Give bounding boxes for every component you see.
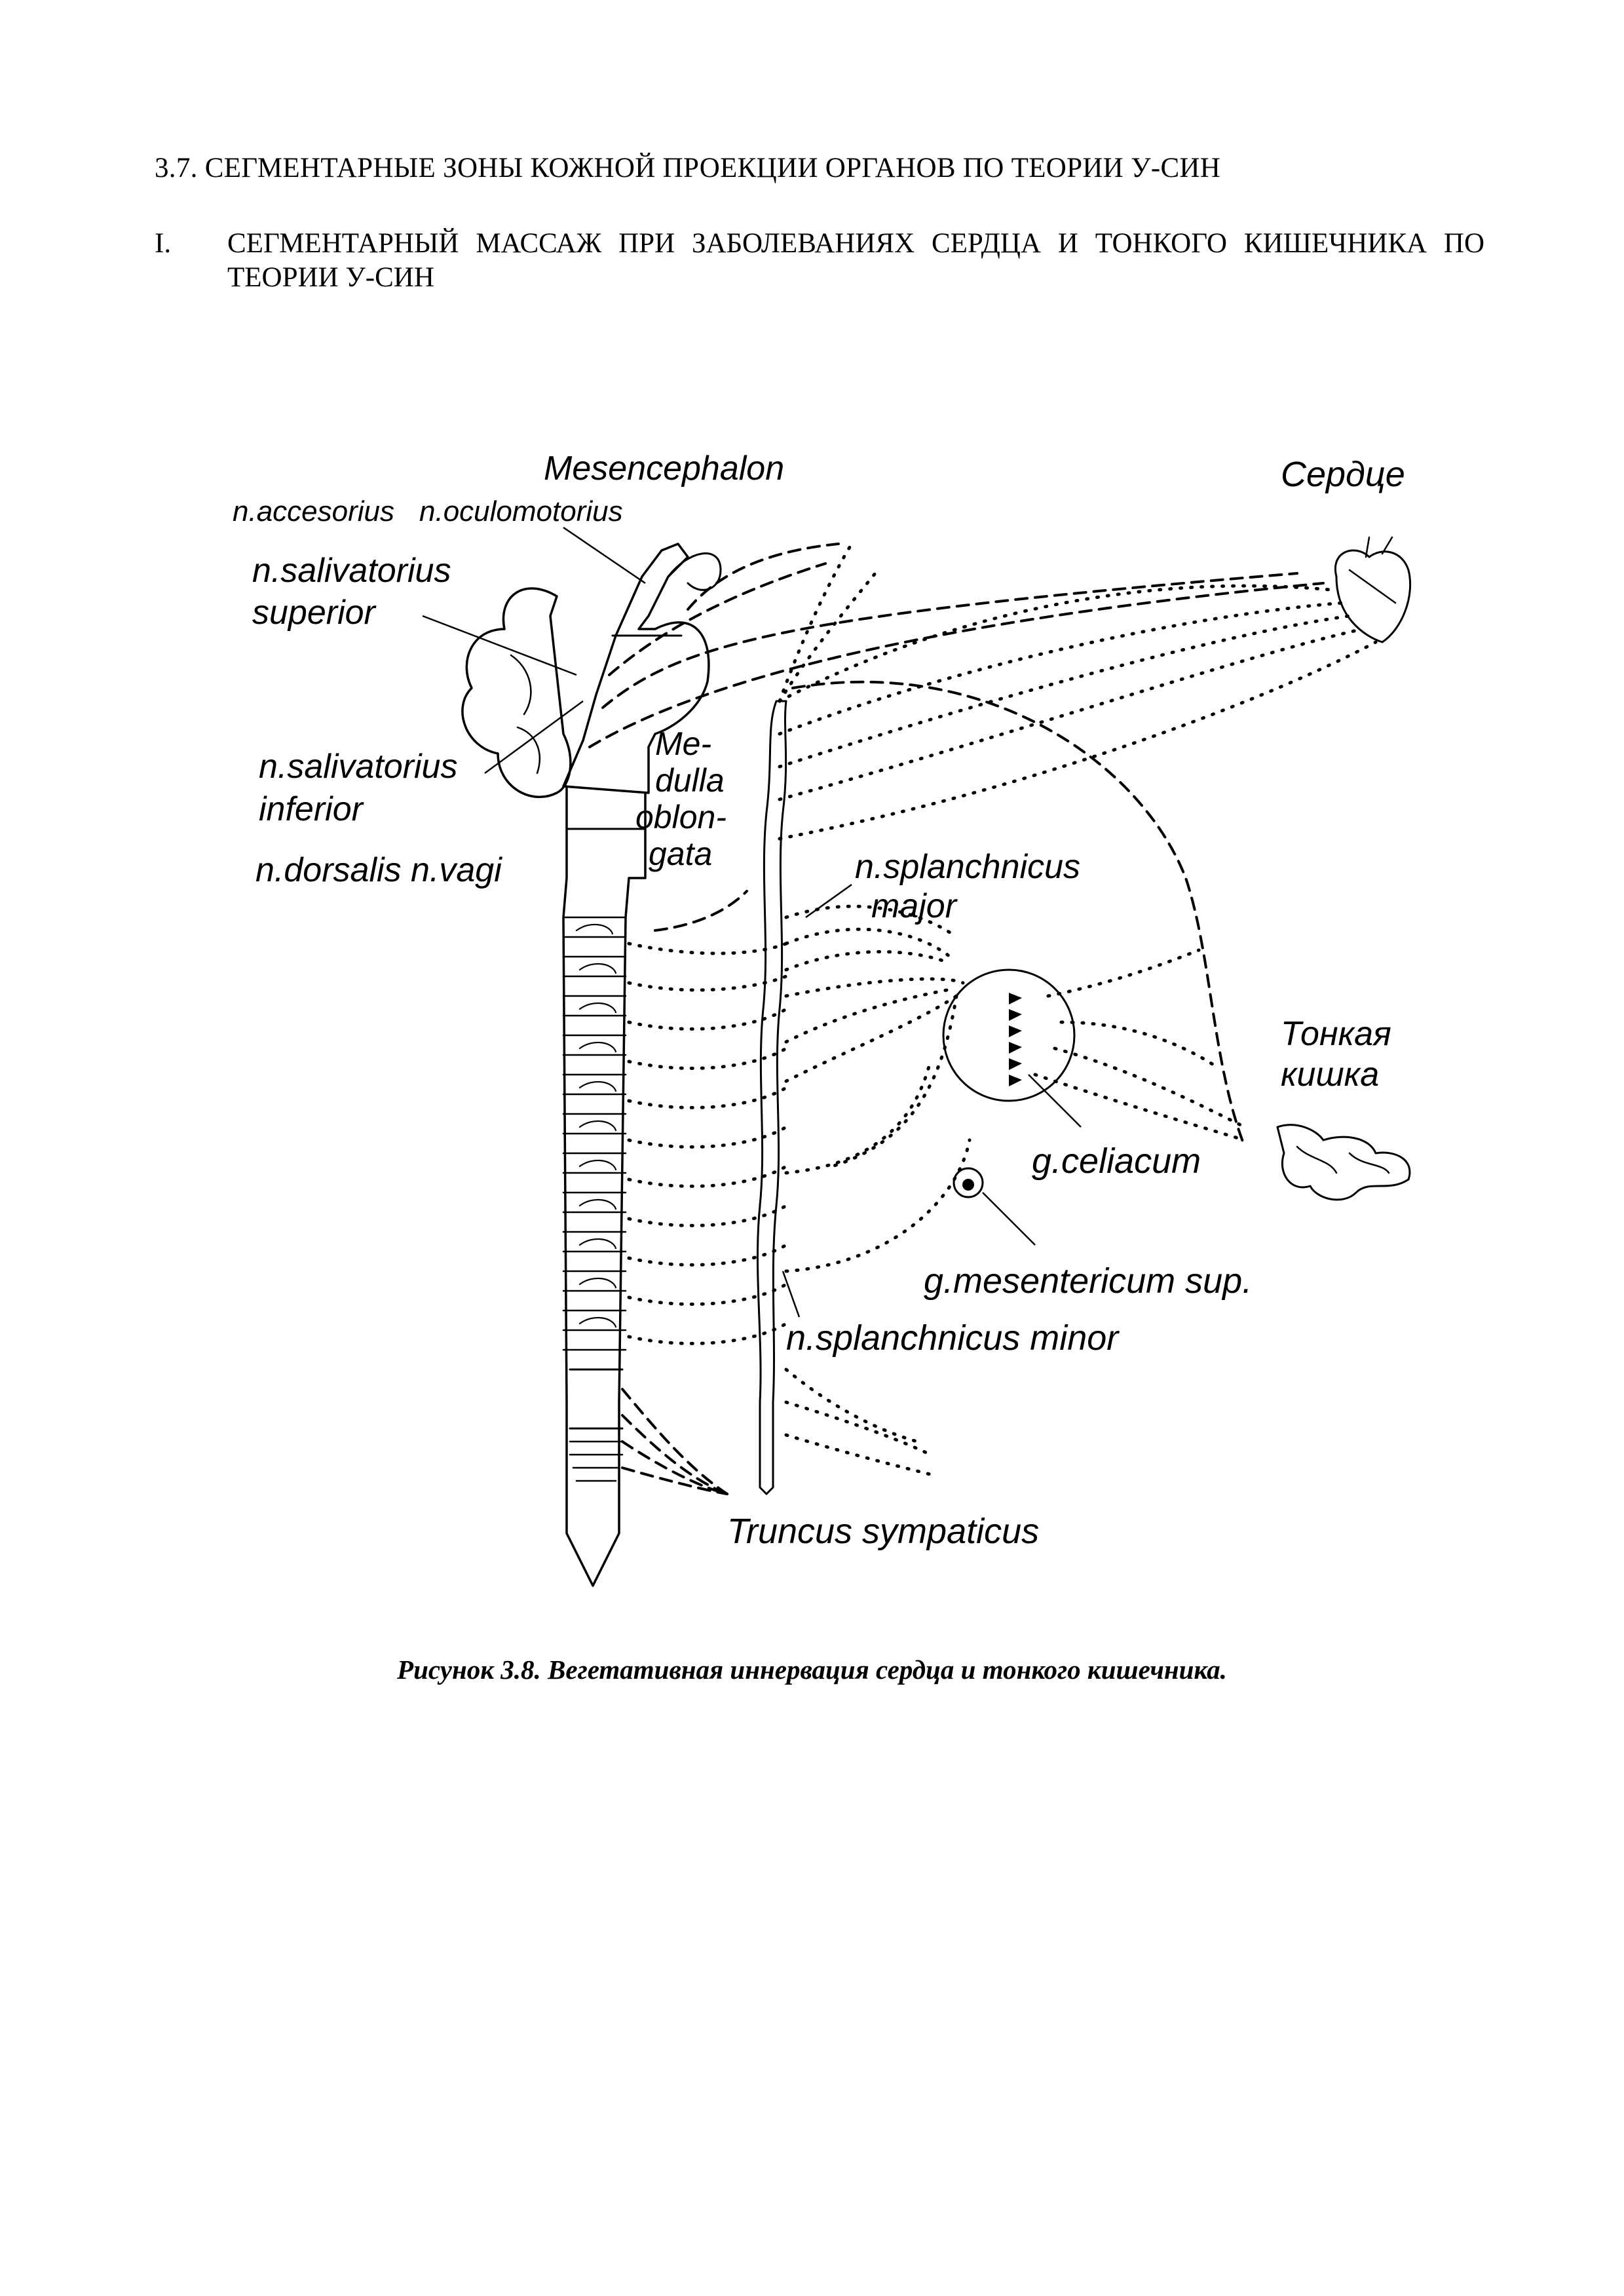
subsection-number: I. [155,228,172,259]
heart-shape [1334,549,1412,643]
innervation-figure: Mesencephalon n.accesorius n.oculomotori… [0,419,1624,1625]
label-n-accesorius: n.accesorius [233,495,394,527]
label-heart: Сердце [1281,455,1405,494]
label-splanchnicus-major-1: n.splanchnicus [855,848,1080,886]
label-intestine-1: Тонкая [1281,1015,1391,1053]
label-intestine-2: кишка [1281,1056,1379,1094]
label-n-splanchnicus-minor: n.splanchnicus minor [786,1318,1120,1358]
label-medulla-1: Me- [655,725,711,762]
label-medulla-3: oblon- [635,799,727,835]
label-n-salivatorius-inferior-1: n.salivatorius [259,748,457,786]
section-heading: 3.7. СЕГМЕНТАРНЫЕ ЗОНЫ КОЖНОЙ ПРОЕКЦИИ О… [155,153,1221,183]
label-mesencephalon: Mesencephalon [544,450,784,488]
label-g-celiacum: g.celiacum [1032,1141,1201,1181]
intestine-shape [1276,1124,1411,1201]
subsection-title: I. СЕГМЕНТАРНЫЙ МАССАЖ ПРИ ЗАБОЛЕВАНИЯХ … [155,227,1484,296]
label-medulla-2: dulla [655,762,725,799]
mesenteric-ganglion [953,1167,984,1198]
spinal-cord-outline [562,785,647,1587]
label-n-salivatorius-inferior-2: inferior [259,790,365,828]
label-truncus-sympaticus: Truncus sympaticus [727,1512,1039,1551]
label-n-dorsalis-vagi: n.dorsalis n.vagi [255,851,502,889]
subsection-text: СЕГМЕНТАРНЫЙ МАССАЖ ПРИ ЗАБОЛЕВАНИЯХ СЕР… [227,228,1484,294]
cerebellum-shape [461,587,572,798]
label-medulla-4: gata [649,835,712,872]
celiac-ganglion [942,968,1076,1102]
label-n-salivatorius-superior-1: n.salivatorius [252,552,451,590]
label-splanchnicus-major-2: major [871,887,958,925]
label-n-oculomotorius: n.oculomotorius [419,495,623,527]
label-n-salivatorius-superior-2: superior [252,594,377,632]
label-g-mesentericum: g.mesentericum sup. [924,1261,1252,1301]
sympathetic-trunk [756,700,787,1495]
innervation-diagram: Mesencephalon n.accesorius n.oculomotori… [233,450,1412,1587]
figure-caption: Рисунок 3.8. Вегетативная иннервация сер… [397,1655,1227,1685]
